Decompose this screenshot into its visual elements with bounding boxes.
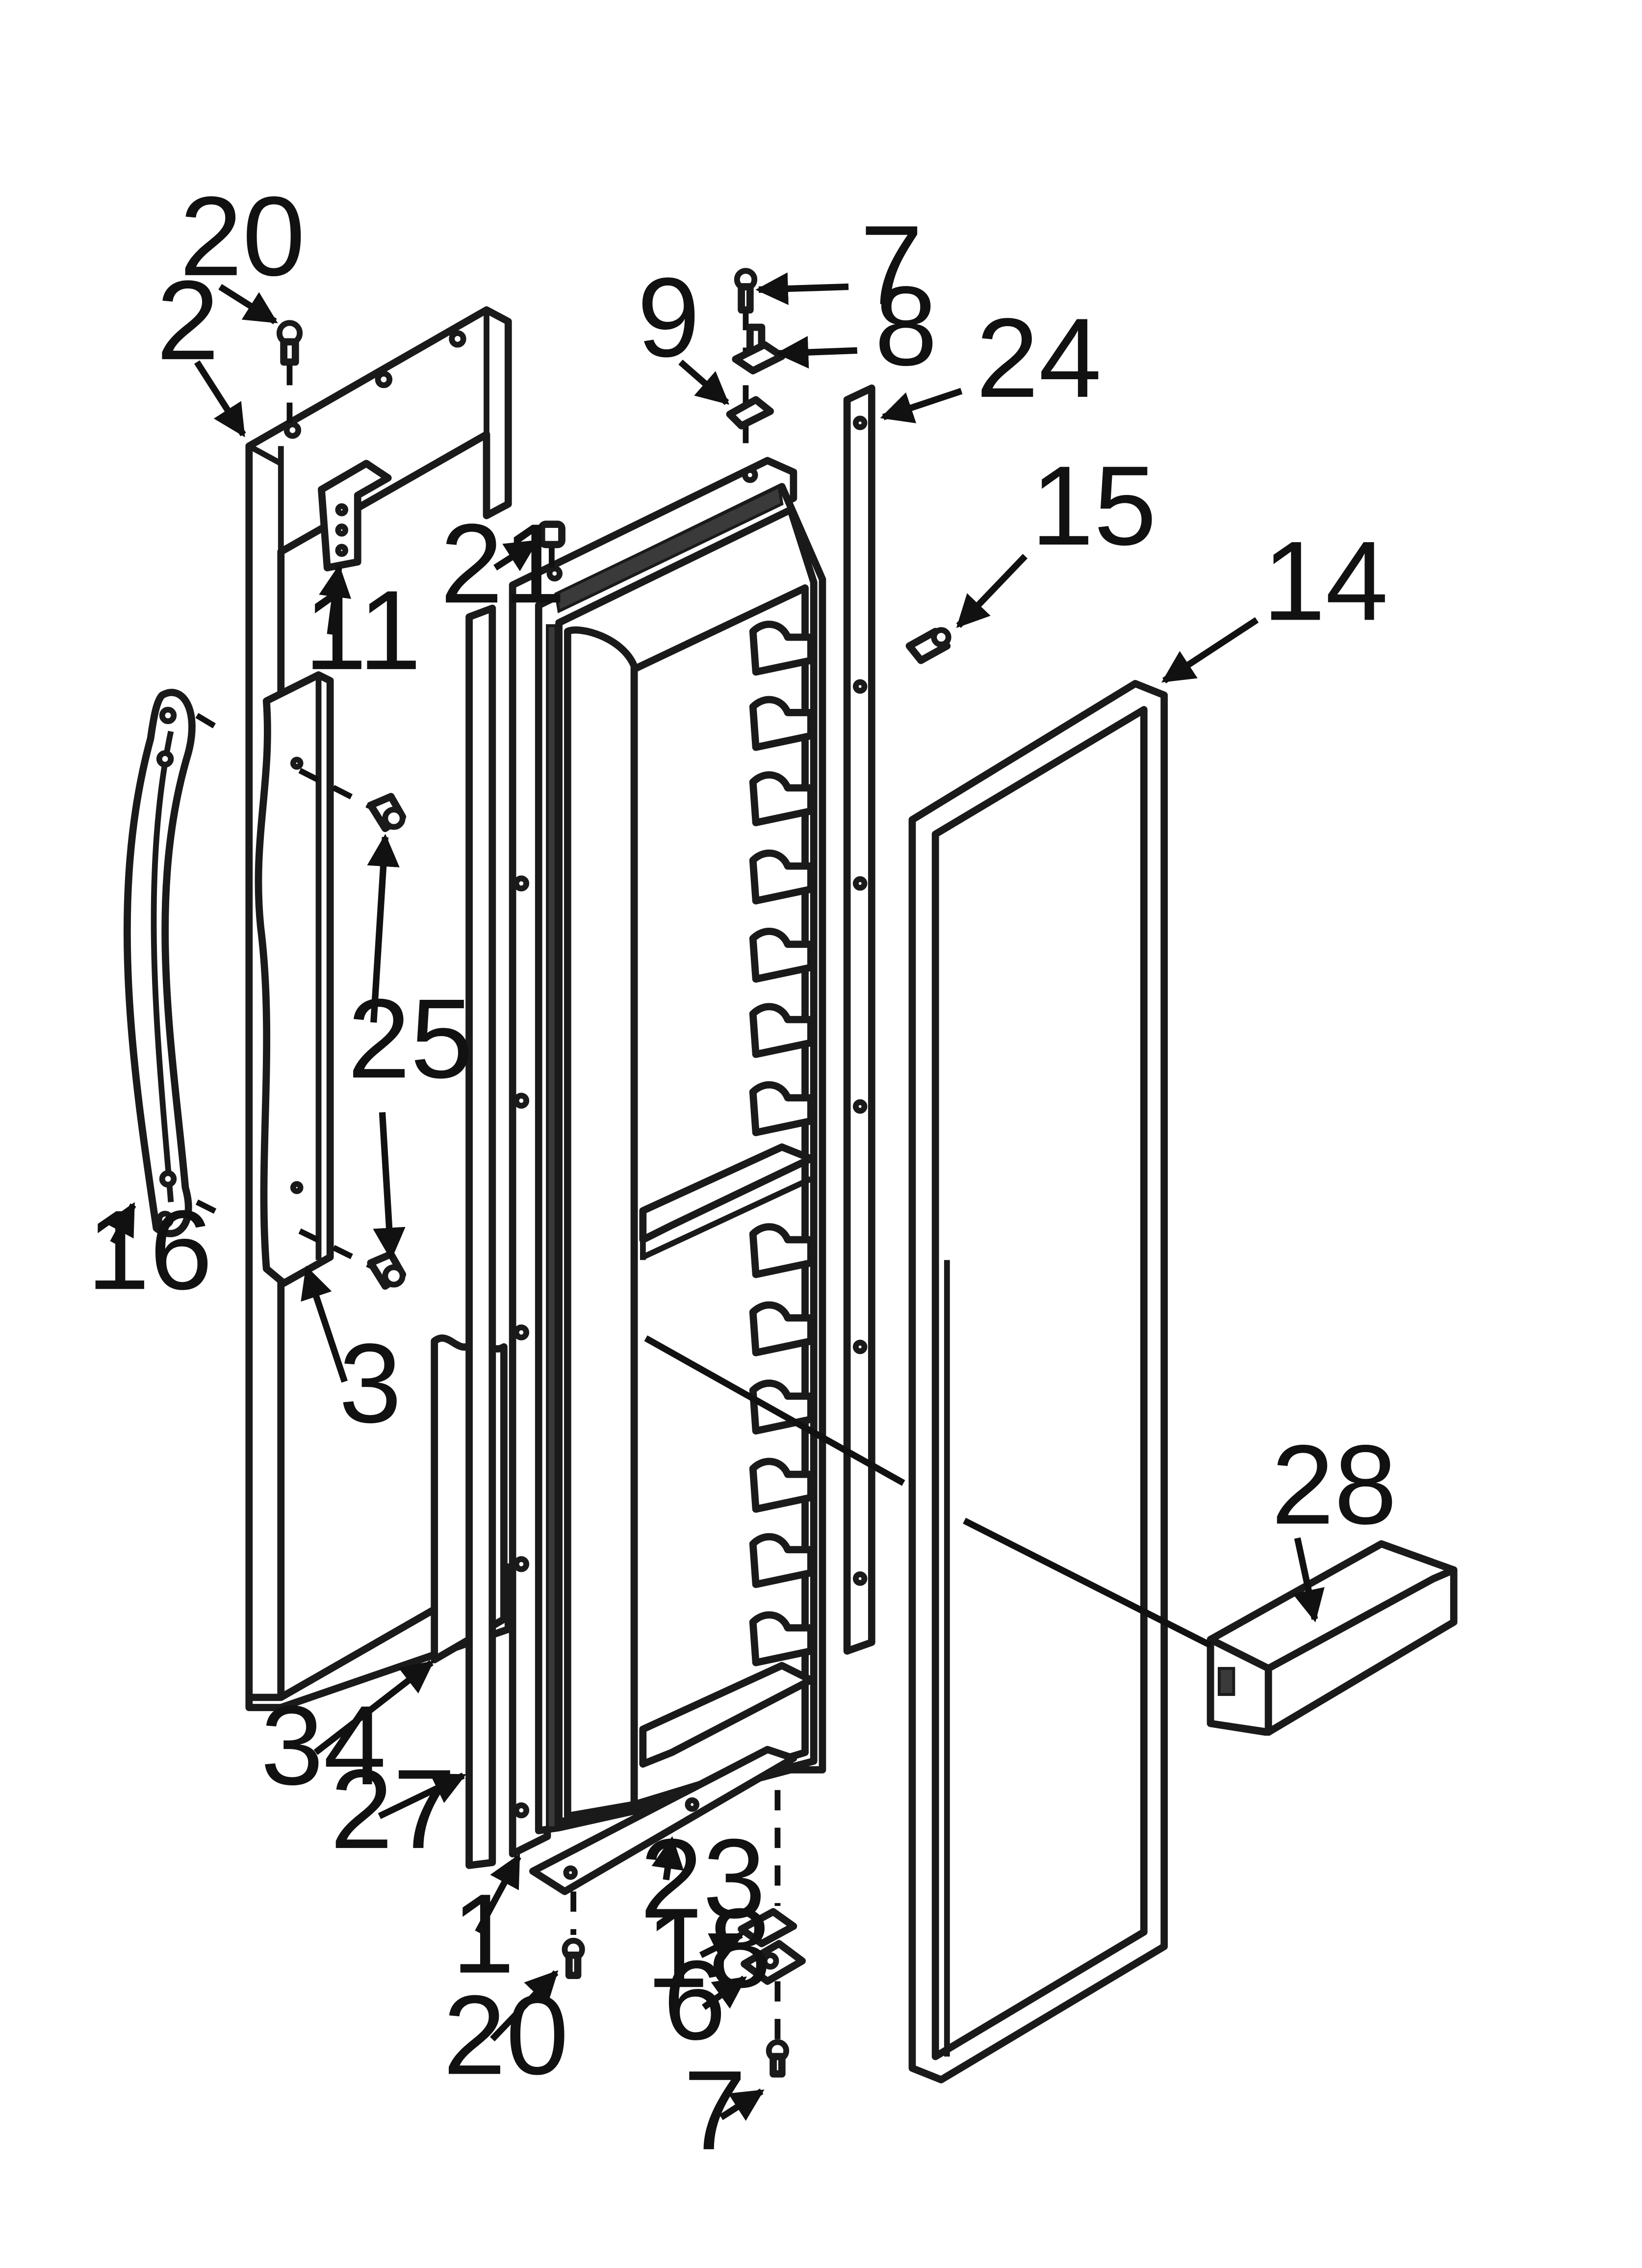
callout-14: 14: [1262, 518, 1388, 644]
callout-20-top: 20: [180, 173, 305, 299]
callout-1: 1: [452, 1871, 514, 1997]
callout-23: 23: [640, 1816, 766, 1942]
callout-25: 25: [348, 975, 473, 1101]
top-screw: [276, 320, 303, 429]
callout-11: 11: [304, 567, 421, 693]
callout-16: 16: [87, 1187, 212, 1313]
callout-8: 8: [874, 263, 937, 389]
callout-24: 24: [976, 295, 1102, 421]
callout-15: 15: [1031, 443, 1156, 569]
mounting-screw-upper: [298, 768, 407, 832]
outer-door-panel: [245, 306, 512, 1711]
bottom-plate: [529, 1746, 797, 1895]
callout-21: 21: [440, 500, 566, 626]
handle-mounting-rail: [255, 671, 334, 1287]
callout-6: 6: [663, 1937, 726, 2063]
callout-3: 3: [339, 1320, 402, 1446]
explosion-line-lower: [963, 1517, 1212, 1648]
callout-7-bottom: 7: [684, 2047, 746, 2173]
callout-34: 34: [260, 1682, 386, 1808]
door-bin-supports: [749, 621, 815, 1667]
callout-7-top: 7: [860, 202, 923, 328]
callout-2: 2: [156, 257, 219, 383]
callout-leaders: [105, 272, 1325, 2121]
callout-labels: 20 2 7 9 8 24 15 14 21 11 25 16 3 28 34 …: [87, 173, 1397, 2173]
door-foam-strip: [465, 604, 496, 1869]
top-hinge-assembly: [726, 268, 786, 461]
callout-20-bottom: 20: [443, 1972, 568, 2098]
door-handle: [123, 689, 228, 1237]
callout-18: 18: [646, 1885, 771, 2011]
bottom-hinge-assembly: [562, 1790, 806, 2078]
top-plug: [538, 521, 565, 576]
door-bin: [1206, 1540, 1458, 1736]
callout-28: 28: [1271, 1422, 1397, 1548]
explosion-line-upper: [644, 1335, 905, 1486]
door-gasket: [908, 680, 1168, 2084]
door-seal-strip: [843, 384, 875, 1655]
side-screw: [905, 627, 951, 664]
callout-9: 9: [637, 254, 700, 380]
callout-27: 27: [330, 1746, 456, 1872]
